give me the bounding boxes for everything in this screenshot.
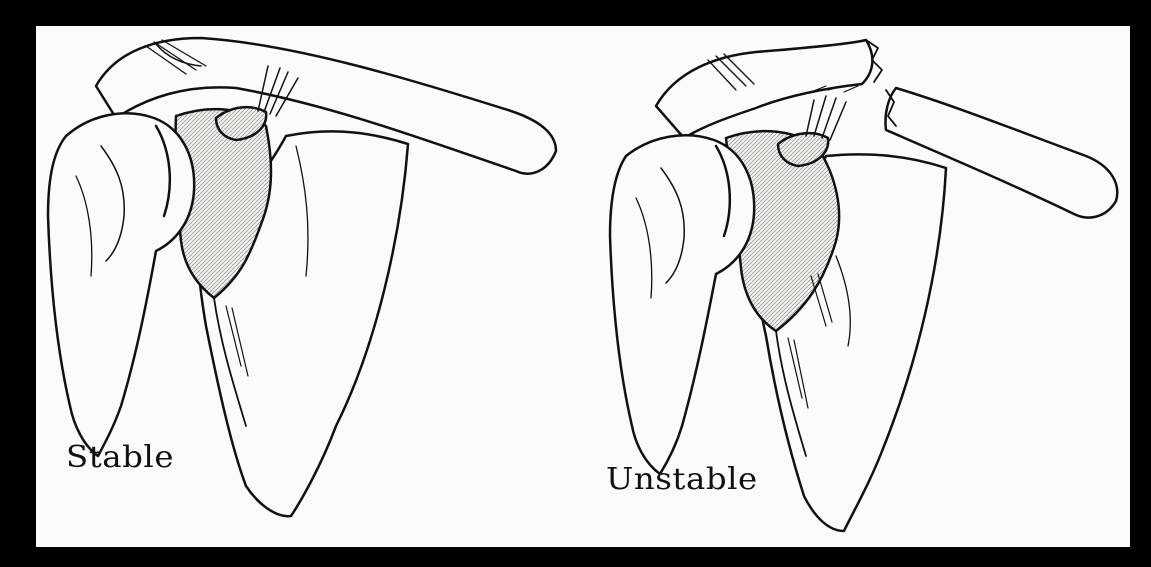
illustration-panel: Stable Unstable [36,26,1130,547]
stable-humerus [48,113,194,456]
unstable-clavicle-lateral [656,40,872,138]
caption-unstable: Unstable [606,462,758,497]
caption-stable: Stable [66,440,174,475]
shoulder-diagram [36,26,1130,547]
unstable-humerus [610,135,754,474]
unstable-shoulder-illustration [610,40,1117,531]
